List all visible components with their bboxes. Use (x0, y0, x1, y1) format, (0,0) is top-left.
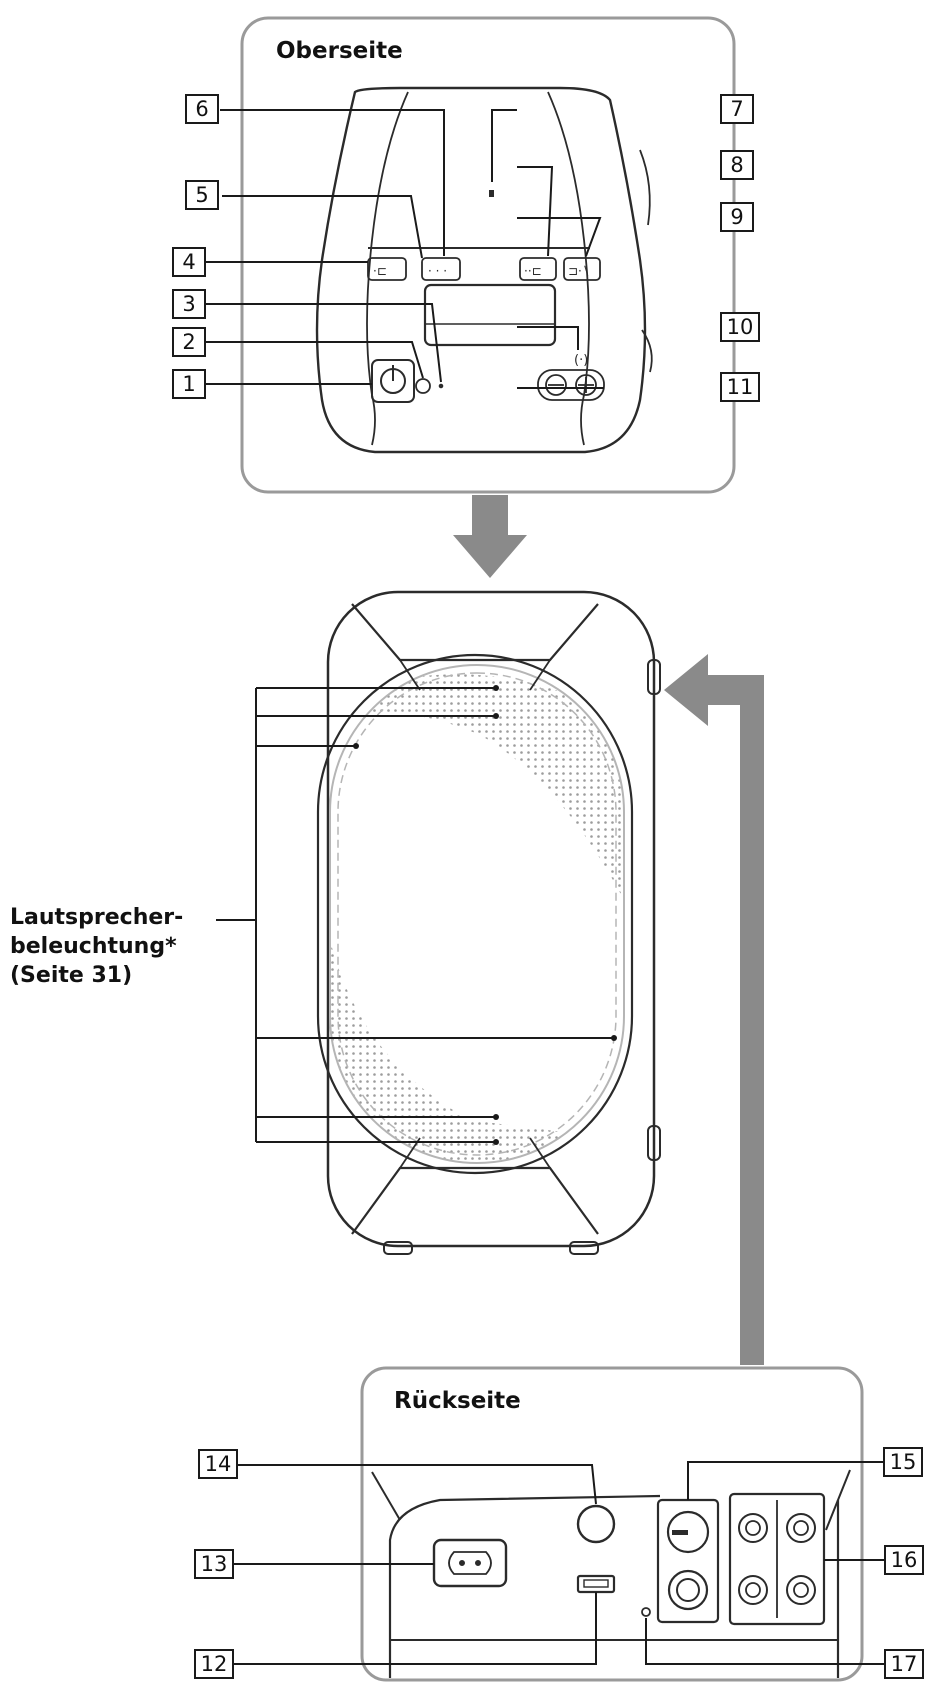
top-view-device: ·⊏ · · · ··⊏ ⊐·∖ (·) (315, 86, 653, 454)
rear-view-frame (360, 1366, 864, 1682)
front-view-device (316, 590, 661, 1255)
callout-7: 7 (720, 94, 754, 124)
callout-10: 10 (720, 312, 760, 342)
top-leader-lines (206, 109, 604, 389)
speaker-light-label-line1: Lautsprecher- (10, 905, 184, 930)
svg-text:⊐·∖: ⊐·∖ (568, 264, 590, 278)
callout-6: 6 (185, 94, 219, 124)
rear-view-device (371, 1469, 851, 1678)
callout-16: 16 (884, 1545, 924, 1575)
arrow-up-icon (664, 654, 764, 1365)
speaker-light-leaders (216, 687, 614, 1143)
speaker-light-label-line3: (Seite 31) (10, 963, 133, 988)
svg-text:·⊏: ·⊏ (373, 264, 387, 278)
callout-14: 14 (198, 1449, 238, 1479)
speaker-light-dots (353, 685, 617, 1145)
callout-8: 8 (720, 150, 754, 180)
callout-13: 13 (194, 1549, 234, 1579)
callout-9: 9 (720, 202, 754, 232)
speaker-light-label: Lautsprecher- beleuchtung* (Seite 31) (10, 903, 183, 990)
callout-1: 1 (172, 369, 206, 399)
callout-12: 12 (194, 1649, 234, 1679)
speaker-light-label-line2: beleuchtung* (10, 934, 177, 959)
callout-2: 2 (172, 327, 206, 357)
callout-17: 17 (884, 1649, 924, 1679)
callout-4: 4 (172, 247, 206, 277)
svg-text:(·): (·) (574, 353, 588, 368)
arrow-down-icon (453, 495, 527, 578)
top-view-frame (240, 16, 736, 494)
svg-text:· · ·: · · · (428, 264, 447, 278)
svg-text:··⊏: ··⊏ (524, 264, 542, 278)
callout-11: 11 (720, 372, 760, 402)
top-view-title: Oberseite (276, 38, 403, 64)
rear-leader-lines (234, 1461, 884, 1665)
callout-3: 3 (172, 289, 206, 319)
callout-5: 5 (185, 180, 219, 210)
callout-15: 15 (883, 1447, 923, 1477)
rear-view-title: Rückseite (394, 1388, 521, 1414)
